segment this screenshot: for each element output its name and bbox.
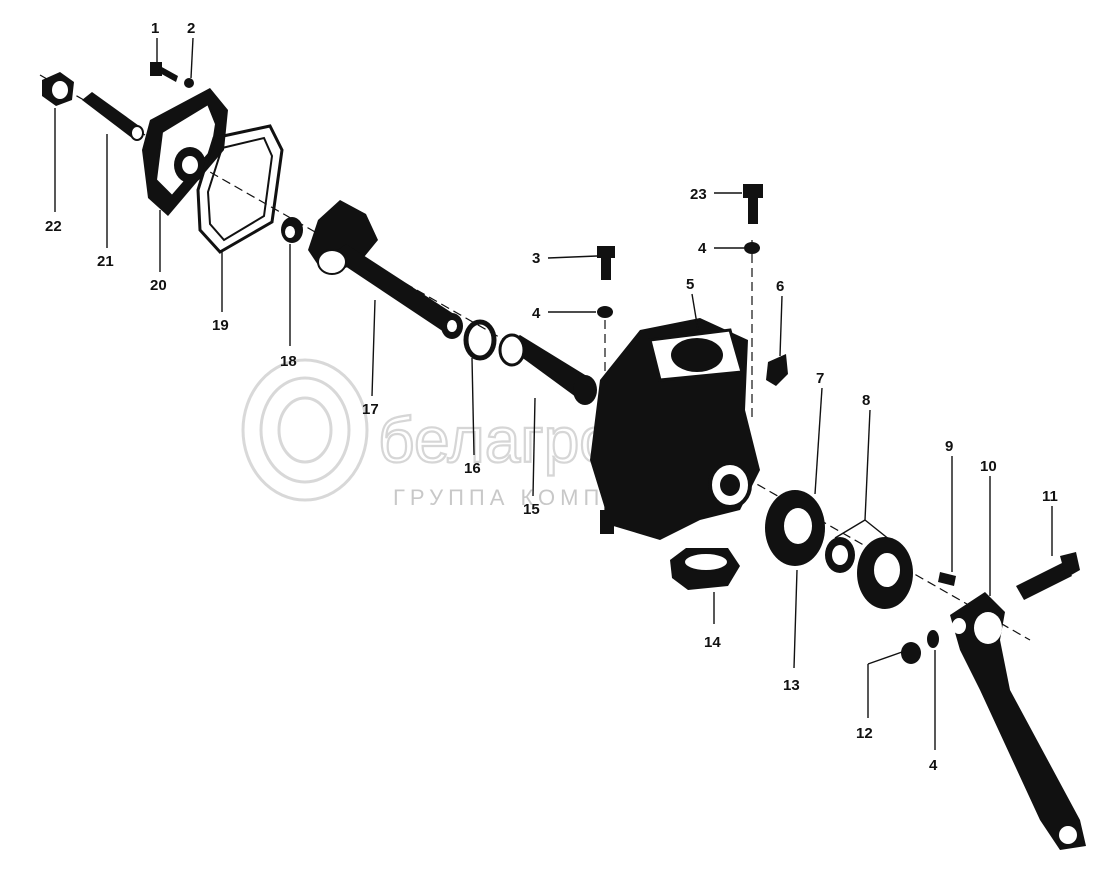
part-17-sector-shaft	[308, 200, 463, 339]
callout-9: 9	[945, 438, 953, 455]
callout-2: 2	[187, 20, 195, 37]
callout-4b: 4	[698, 240, 707, 257]
callout-4a: 4	[532, 305, 541, 322]
callout-23: 23	[690, 186, 707, 203]
part-7-lock-plate	[765, 490, 825, 566]
callout-labels: 1 2 3 4 4 4 5 6 7 8 9 10 11 12 13 14 15 …	[45, 20, 1058, 774]
part-12-nut	[901, 642, 921, 664]
part-10-arm	[950, 592, 1086, 850]
callout-10: 10	[980, 458, 997, 475]
part-9-screw	[938, 572, 956, 586]
callout-3: 3	[532, 250, 540, 267]
callout-19: 19	[212, 317, 229, 334]
part-4-washer-a	[597, 306, 613, 318]
leader-lines	[54, 37, 1053, 750]
part-3-bolt	[597, 246, 615, 280]
callout-13: 13	[783, 677, 800, 694]
callout-8: 8	[862, 392, 870, 409]
part-21-roller	[82, 92, 144, 141]
part-19-gasket	[196, 124, 284, 254]
callout-4c: 4	[929, 757, 938, 774]
part-16-ring	[463, 319, 497, 361]
part-2-washer	[184, 78, 194, 88]
callout-20: 20	[150, 277, 167, 294]
callout-18: 18	[280, 353, 297, 370]
callout-5: 5	[686, 276, 694, 293]
callout-1: 1	[151, 20, 159, 37]
part-6-fitting	[766, 354, 788, 386]
callout-7: 7	[816, 370, 824, 387]
part-5-housing	[590, 318, 760, 540]
callout-14: 14	[704, 634, 721, 651]
callout-21: 21	[97, 253, 114, 270]
watermark-brand: белагро	[378, 404, 615, 476]
callout-12: 12	[856, 725, 873, 742]
part-15-sleeve	[498, 333, 597, 405]
callout-22: 22	[45, 218, 62, 235]
part-18-bushing	[281, 217, 303, 243]
part-22-nut	[42, 72, 74, 106]
part-8-flange	[857, 537, 913, 609]
callout-11: 11	[1042, 488, 1058, 505]
part-1-bolt	[150, 62, 178, 82]
callout-17: 17	[362, 401, 379, 418]
part-4-washer-b	[744, 242, 760, 254]
watermark-logo-icon	[241, 358, 369, 502]
part-23-bolt	[743, 184, 763, 224]
callout-15: 15	[523, 501, 540, 518]
part-4-washer-c	[927, 630, 939, 648]
part-14-nut	[670, 548, 740, 590]
callout-6: 6	[776, 278, 784, 295]
callout-16: 16	[464, 460, 481, 477]
part-13-seal	[825, 537, 855, 573]
part-20-cover	[142, 88, 228, 216]
part-11-bolt	[1016, 552, 1080, 600]
